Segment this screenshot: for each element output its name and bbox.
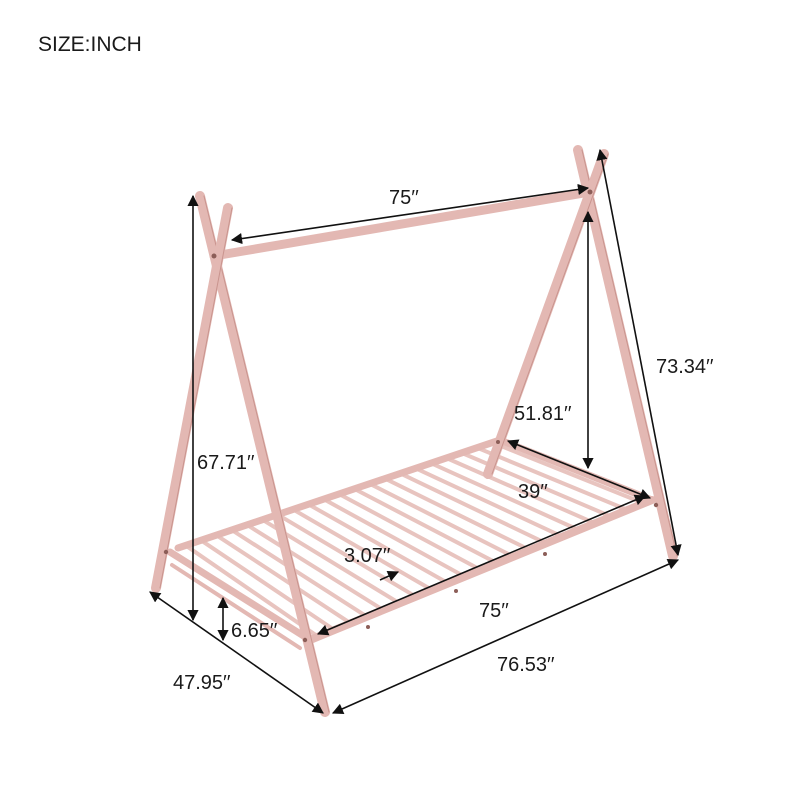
left-height-label: 67.71′′ xyxy=(197,452,255,474)
overall-height-label: 73.34′′ xyxy=(656,356,714,378)
rail-length-label: 75′′ xyxy=(479,600,509,622)
overall-length-label: 76.53′′ xyxy=(497,654,555,676)
top-bar-length-label: 75′′ xyxy=(389,187,419,209)
slat-spacing-label: 3.07′′ xyxy=(344,545,391,567)
slat-width-label: 39′′ xyxy=(518,481,548,503)
overall-width-label: 47.95′′ xyxy=(173,672,231,694)
dimension-lines xyxy=(149,148,682,715)
inner-height-label: 51.81′′ xyxy=(514,403,572,425)
floor-clearance-label: 6.65′′ xyxy=(231,620,278,642)
bed-slat xyxy=(490,440,646,506)
size-unit-label: SIZE:INCH xyxy=(38,33,142,56)
